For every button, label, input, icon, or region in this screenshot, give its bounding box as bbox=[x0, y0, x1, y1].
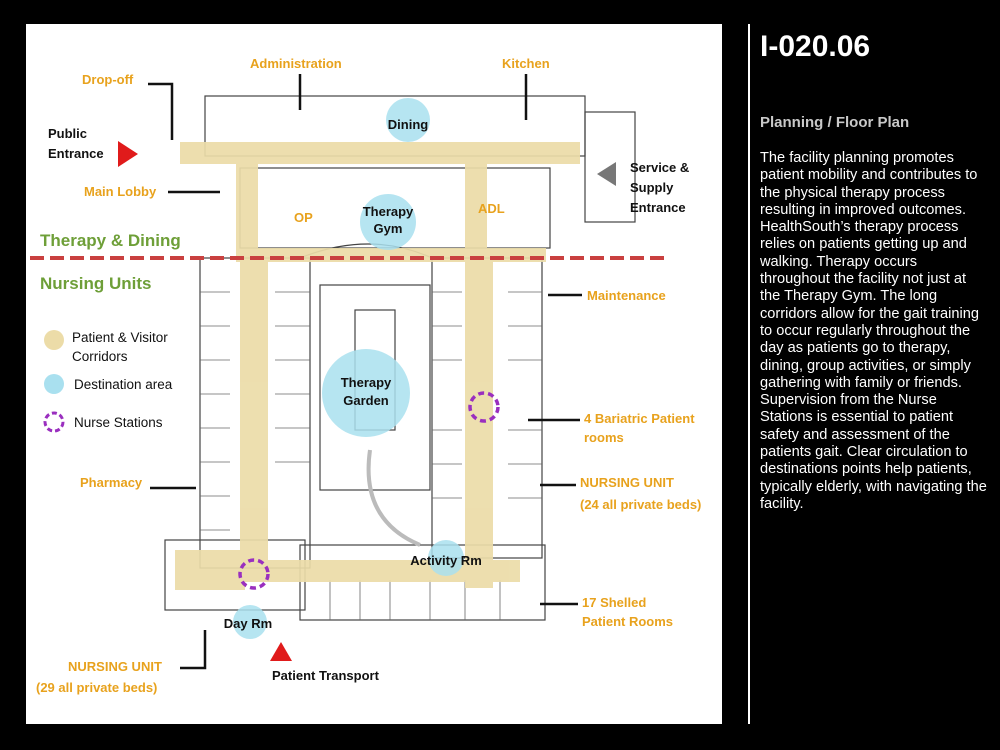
day-rm-label: Day Rm bbox=[224, 616, 272, 631]
legend-destination-label: Destination area bbox=[74, 377, 173, 392]
drop-off-label: Drop-off bbox=[82, 72, 134, 87]
bariatric-label-box: 4 Bariatric Patient rooms bbox=[584, 411, 695, 445]
therapy-garden-label-box: Therapy Garden bbox=[340, 375, 392, 408]
therapy-gym-label-box: Therapy Gym bbox=[362, 204, 414, 236]
nursing-unit-west-label: NURSING UNIT bbox=[68, 659, 162, 674]
public-entrance-arrow-icon bbox=[118, 141, 138, 167]
legend-corridor-swatch bbox=[44, 330, 64, 350]
adl-label: ADL bbox=[478, 201, 505, 216]
shelled-label-box: 17 Shelled Patient Rooms bbox=[582, 595, 674, 629]
destination-areas bbox=[233, 98, 464, 639]
nurse-station-west bbox=[238, 558, 270, 590]
op-label: OP bbox=[294, 210, 313, 225]
administration-label: Administration bbox=[250, 56, 342, 71]
public-entrance-label-box: Public Entrance bbox=[48, 126, 104, 161]
service-entrance-label: Service & Supply Entrance bbox=[630, 160, 690, 215]
description-text: The facility planning promotes patient m… bbox=[760, 150, 987, 512]
building-walls bbox=[164, 95, 636, 621]
nursing-unit-east-beds: (24 all private beds) bbox=[580, 497, 701, 512]
patient-rooms bbox=[200, 291, 542, 620]
shelled-label: 17 Shelled Patient Rooms bbox=[582, 595, 674, 629]
section-heading: Planning / Floor Plan bbox=[760, 114, 910, 131]
day-rm-area bbox=[233, 605, 267, 639]
nursing-unit-west-beds: (29 all private beds) bbox=[36, 680, 157, 695]
legend: Patient & Visitor Corridors Destination … bbox=[43, 330, 173, 433]
pharmacy-label: Pharmacy bbox=[80, 475, 143, 490]
service-wing bbox=[584, 111, 636, 223]
public-entrance-label: Public Entrance bbox=[48, 126, 104, 161]
legend-destination-swatch bbox=[44, 374, 64, 394]
garden-court bbox=[319, 284, 431, 491]
bariatric-label: 4 Bariatric Patient rooms bbox=[584, 411, 695, 445]
legend-corridor-label: Patient & Visitor Corridors bbox=[72, 330, 168, 364]
southwest-corridor bbox=[175, 550, 245, 590]
nurse-station-east bbox=[468, 391, 500, 423]
slide-id: I-020.06 bbox=[760, 30, 871, 63]
service-entrance-label-box: Service & Supply Entrance bbox=[630, 160, 690, 215]
therapy-gym-label: Therapy Gym bbox=[362, 204, 414, 236]
legend-nurse-station-swatch bbox=[43, 411, 65, 433]
therapy-garden-area bbox=[322, 349, 410, 437]
legend-corridor-label-box: Patient & Visitor Corridors bbox=[72, 330, 168, 364]
dining-area bbox=[386, 98, 430, 142]
leader-lines bbox=[148, 74, 582, 670]
maintenance-label: Maintenance bbox=[587, 288, 666, 303]
patient-transport-arrow-icon bbox=[270, 642, 292, 661]
zone-label-therapy-dining: Therapy & Dining bbox=[40, 231, 181, 250]
south-wing bbox=[299, 544, 546, 621]
legend-nurse-station-label: Nurse Stations bbox=[74, 415, 163, 430]
main-lobby-label: Main Lobby bbox=[84, 184, 157, 199]
zone-label-nursing-units: Nursing Units bbox=[40, 274, 151, 293]
service-entrance-arrow-icon bbox=[597, 162, 616, 186]
east-unit-corridor bbox=[465, 258, 493, 588]
activity-rm-area bbox=[428, 540, 464, 576]
kitchen-label: Kitchen bbox=[502, 56, 550, 71]
garden-path bbox=[366, 449, 421, 547]
therapy-corridor-east bbox=[465, 150, 487, 260]
activity-rm-label: Activity Rm bbox=[410, 553, 482, 568]
patient-visitor-corridors bbox=[175, 142, 580, 590]
therapy-gym-area bbox=[360, 194, 416, 250]
therapy-corridor-west bbox=[236, 150, 258, 260]
panel-divider bbox=[748, 24, 750, 724]
nursing-unit-east-label: NURSING UNIT bbox=[580, 475, 674, 490]
west-unit-corridor bbox=[240, 258, 268, 578]
patient-transport-label: Patient Transport bbox=[272, 668, 380, 683]
dining-label: Dining bbox=[388, 117, 428, 132]
therapy-garden-label: Therapy Garden bbox=[340, 375, 392, 408]
